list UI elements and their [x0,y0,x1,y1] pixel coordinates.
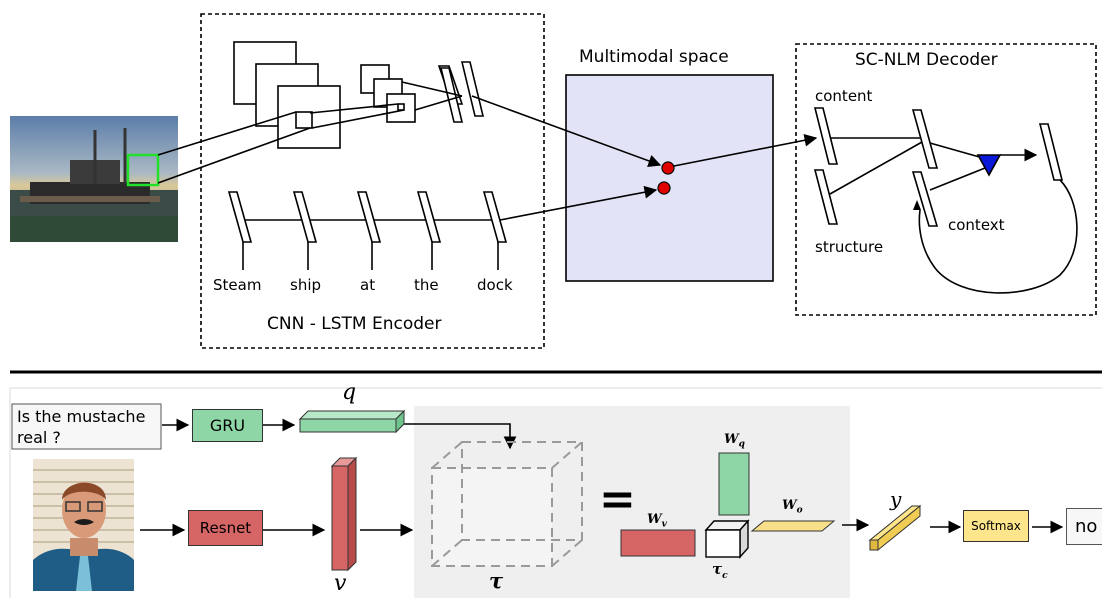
gru-box: GRU [192,409,263,442]
cnn-fc-layers [437,61,485,123]
question-line-1: Is the mustache [17,407,146,426]
word-dock: dock [477,276,513,294]
image-embedding-arrow [471,95,662,168]
word-ship: ship [290,276,322,294]
wv-label: Wv [647,512,667,530]
wq-label: Wq [724,432,745,450]
wv-matrix [620,529,696,557]
ship-photo [10,116,178,242]
decoder-title: SC-NLM Decoder [855,50,998,70]
wo-label: Wo [782,498,803,516]
tauc-label: τc [712,560,728,581]
structure-label: structure [815,238,884,256]
image-point [661,161,675,175]
y-symbol: y [890,487,902,511]
word-steam: Steam [213,276,262,294]
tauc-cube [704,519,750,559]
decoder-network [813,107,1078,294]
loop-arrowhead [913,200,921,210]
wo-sub: o [796,505,803,516]
lstm-chain [227,191,508,270]
wq-main: W [724,432,739,447]
tau-symbol: τ [489,568,504,593]
q-vector [298,409,406,434]
question-text: Is the mustache real ? [17,406,145,448]
core-cube [431,441,583,567]
question-box [11,403,162,450]
y-vector [868,504,922,552]
q-symbol: q [342,380,357,405]
decoder-box [795,43,1097,316]
q-to-core-arrow [400,423,517,450]
word-the: the [414,276,439,294]
question-line-2: real ? [17,428,61,447]
word-at: at [360,276,376,294]
wo-matrix [750,520,836,532]
resnet-box: Resnet [188,510,263,546]
v-symbol: v [334,571,347,596]
multimodal-space [565,74,774,282]
highlight-box [126,153,160,187]
context-label: context [948,216,1005,234]
wq-sub: q [738,439,745,450]
cnn-feature-maps [233,41,416,149]
content-label: content [815,87,873,105]
tauc-main: τ [712,560,723,578]
sentence-embedding-arrow [499,185,658,221]
wo-main: W [782,498,797,513]
encoder-box [200,13,545,349]
wv-sub: v [661,519,667,530]
wv-main: W [647,512,662,527]
wq-matrix [718,452,750,516]
answer-box: no [1066,508,1102,545]
tauc-sub: c [722,571,728,581]
to-decoder-arrow [673,133,818,167]
multimodal-title: Multimodal space [579,47,729,67]
v-vector [330,456,358,572]
sentence-point [657,181,671,195]
encoder-title: CNN - LSTM Encoder [267,314,442,334]
softmax-box: Softmax [963,510,1029,542]
face-photo [33,459,134,591]
image-to-cnn-lines [157,81,463,184]
equals-symbol: = [599,474,636,525]
